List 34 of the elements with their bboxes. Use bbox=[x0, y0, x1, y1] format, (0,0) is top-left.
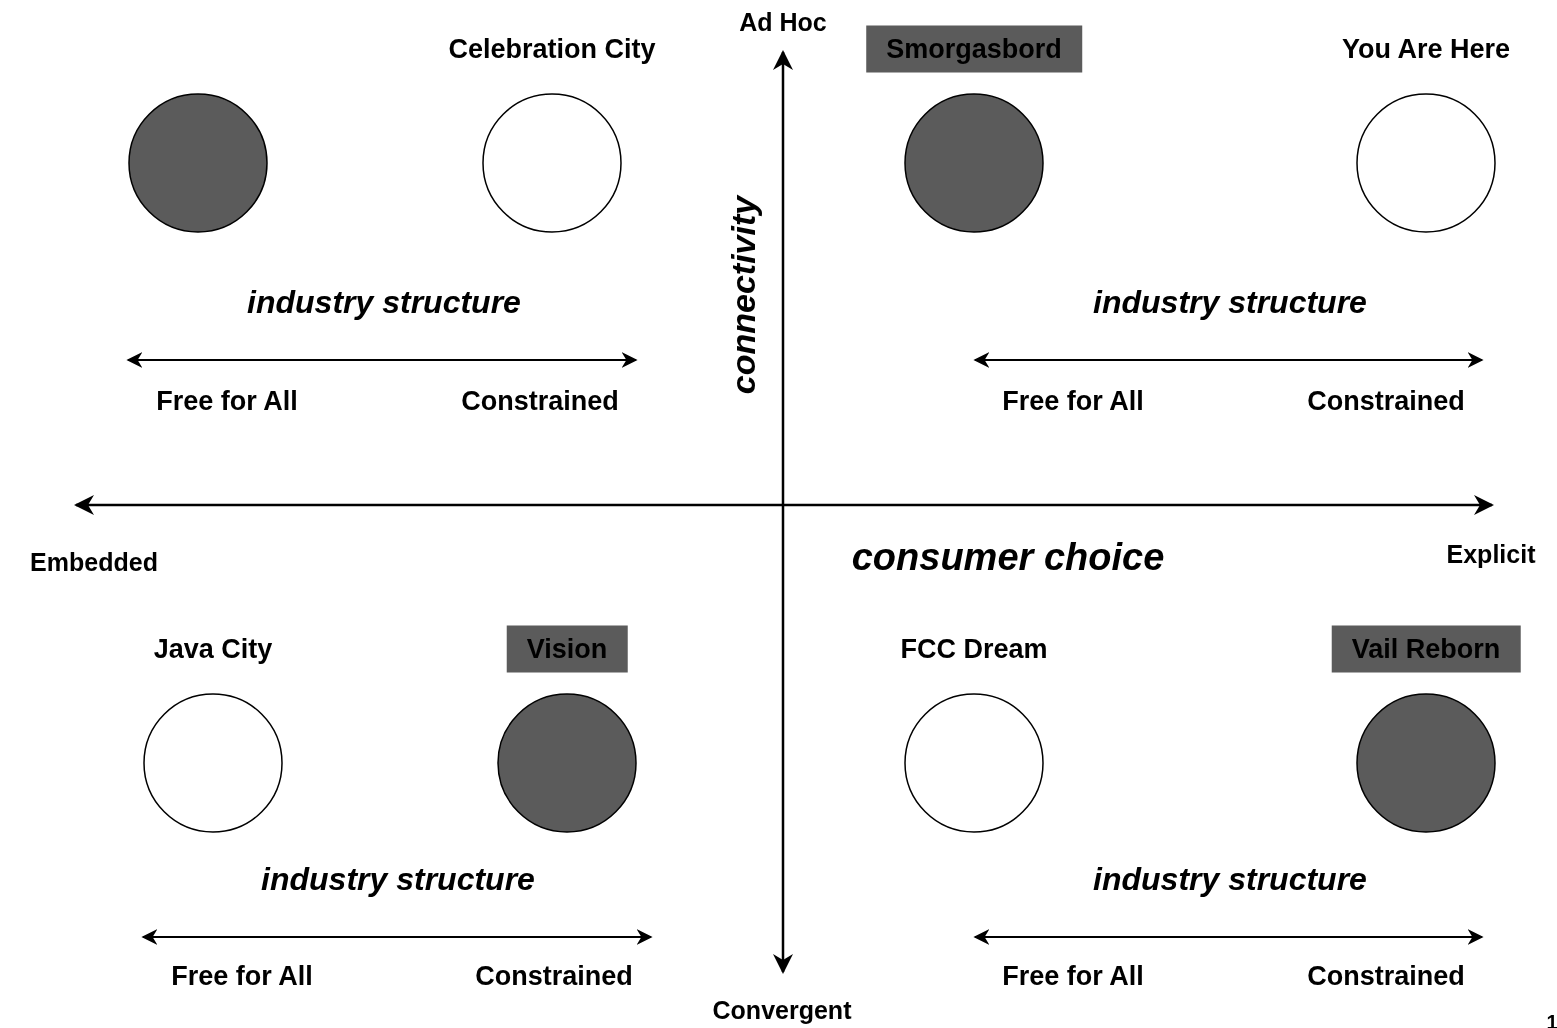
axis-label: Constrained bbox=[1307, 385, 1465, 417]
axis-label: Constrained bbox=[475, 960, 633, 992]
axis-label: Free for All bbox=[1002, 385, 1144, 417]
axis-title: industry structure bbox=[247, 283, 521, 321]
scenario-circle bbox=[904, 693, 1044, 833]
scenario-circle bbox=[497, 693, 637, 833]
scenario-title: Celebration City bbox=[428, 25, 676, 73]
axis-label: Constrained bbox=[1307, 960, 1465, 992]
axis-label: Constrained bbox=[461, 385, 619, 417]
axis-title: industry structure bbox=[1093, 283, 1367, 321]
axis-title: connectivity bbox=[723, 195, 763, 395]
scenario-title-box: Vision bbox=[506, 625, 628, 673]
axis-title: industry structure bbox=[261, 860, 535, 898]
scenario-circle bbox=[1356, 93, 1496, 233]
scenario-title-box: Vail Reborn bbox=[1331, 625, 1521, 673]
scenario-title-box: Smorgasbord bbox=[866, 25, 1082, 73]
scenario-circle bbox=[482, 93, 622, 233]
axis-label: Embedded bbox=[30, 547, 158, 577]
axis-label: Convergent bbox=[712, 995, 852, 1025]
scenario-circle bbox=[904, 93, 1044, 233]
axis-title: consumer choice bbox=[851, 535, 1165, 579]
axis-label: Ad Hoc bbox=[739, 7, 827, 37]
scenario-circle bbox=[143, 693, 283, 833]
axis-label: Free for All bbox=[156, 385, 298, 417]
scenario-title: Java City bbox=[133, 625, 293, 673]
axis-label: Free for All bbox=[171, 960, 313, 992]
scenario-title: You Are Here bbox=[1321, 25, 1531, 73]
scenario-circle bbox=[1356, 693, 1496, 833]
scenario-title: FCC Dream bbox=[880, 625, 1068, 673]
scenario-circle bbox=[128, 93, 268, 233]
page-number: 1 bbox=[1546, 1010, 1557, 1028]
axis-title: industry structure bbox=[1093, 860, 1367, 898]
axis-label: Free for All bbox=[1002, 960, 1144, 992]
axis-label: Explicit bbox=[1446, 539, 1536, 569]
